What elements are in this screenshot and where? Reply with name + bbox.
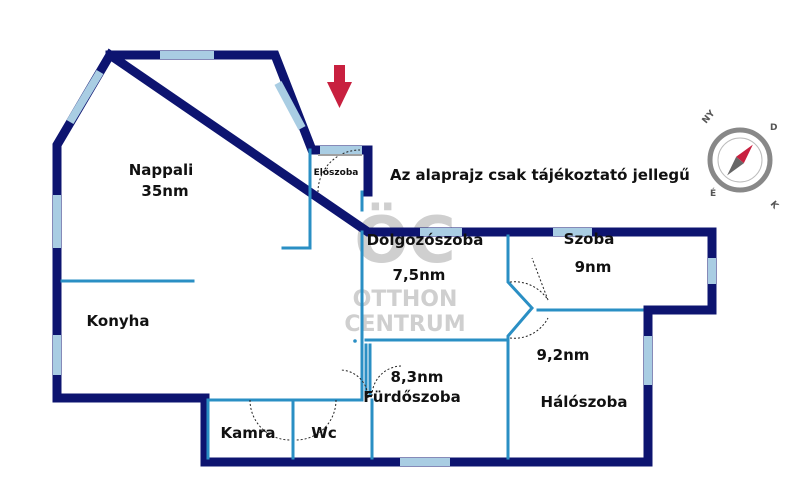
compass-n: É <box>710 187 716 199</box>
room-name-haloszoba: Hálószoba <box>541 393 628 411</box>
room-name-wc: Wc <box>311 424 336 442</box>
room-name-dolgozoszoba: Dolgozószoba <box>367 231 484 249</box>
compass-icon: NY D É K <box>701 108 781 212</box>
room-area-nappali: 35nm <box>141 182 188 200</box>
room-name-szoba: Szoba <box>564 230 615 248</box>
room-name-nappali: Nappali <box>129 161 194 179</box>
room-name-kamra: Kamra <box>221 424 276 442</box>
window <box>274 81 306 130</box>
room-name-furdoszoba: Fürdőszoba <box>363 388 460 406</box>
watermark-line2: CENTRUM <box>344 312 465 337</box>
room-area-szoba: 9nm <box>575 258 612 276</box>
window <box>66 69 104 125</box>
room-name-eloszoba: Előszoba <box>314 168 359 178</box>
watermark-line1: OTTHON <box>353 287 458 312</box>
door-swings <box>249 149 549 441</box>
door-handle-marker <box>353 339 357 343</box>
compass-s: D <box>770 123 777 133</box>
entry-arrow-icon <box>327 65 352 108</box>
disclaimer-text: Az alaprajz csak tájékoztató jellegű <box>390 166 690 184</box>
otthon-centrum-watermark: ÖC OTTHON CENTRUM <box>344 202 465 337</box>
room-name-konyha: Konyha <box>87 312 150 330</box>
compass-w: NY <box>701 108 718 126</box>
inner-walls <box>60 148 644 460</box>
compass-e: K <box>768 200 781 213</box>
room-area-furdoszoba: 8,3nm <box>391 368 444 386</box>
room-area-dolgozoszoba: 7,5nm <box>393 266 446 284</box>
watermark-logo: ÖC <box>354 202 455 278</box>
room-area-haloszoba: 9,2nm <box>537 346 590 364</box>
